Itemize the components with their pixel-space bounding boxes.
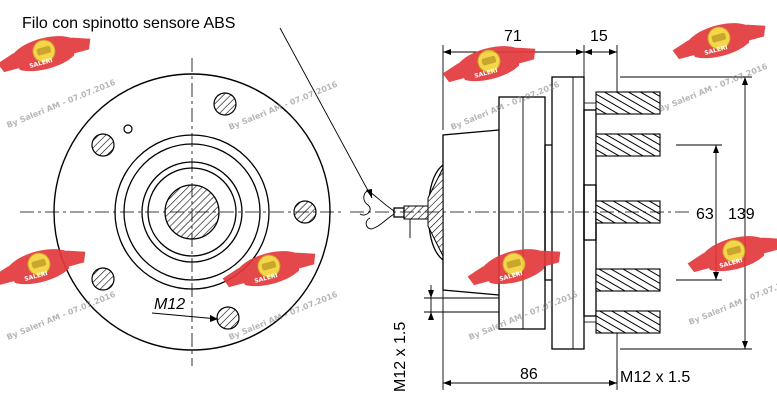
dimension-arrows	[366, 49, 748, 386]
dimension-lines	[279, 27, 752, 390]
thread-m12x15-left-label: M12 x 1.5	[392, 322, 409, 392]
dim-15-label: 15	[590, 28, 608, 45]
dim-139-label: 139	[728, 206, 755, 223]
dim-86-label: 86	[520, 366, 538, 383]
abs-sensor-caption: Filo con spinotto sensore ABS	[22, 15, 235, 32]
side-view	[350, 76, 690, 350]
front-view	[20, 58, 345, 366]
dim-71-label: 71	[504, 28, 522, 45]
watermark-text: By Saleri AM - 07.07.2016	[657, 62, 769, 114]
watermark-text: By Saleri AM - 07.07.2016	[227, 290, 339, 342]
thread-m12x15-right-label: M12 x 1.5	[620, 369, 690, 386]
watermark-text: By Saleri AM - 07.07.2016	[5, 78, 117, 130]
thread-m12-label: M12	[154, 296, 185, 313]
watermark-texts: By Saleri AM - 07.07.2016 By Saleri AM -…	[5, 62, 777, 342]
watermark-text: By Saleri AM - 07.07.2016	[687, 275, 777, 327]
dim-63-label: 63	[696, 206, 714, 223]
